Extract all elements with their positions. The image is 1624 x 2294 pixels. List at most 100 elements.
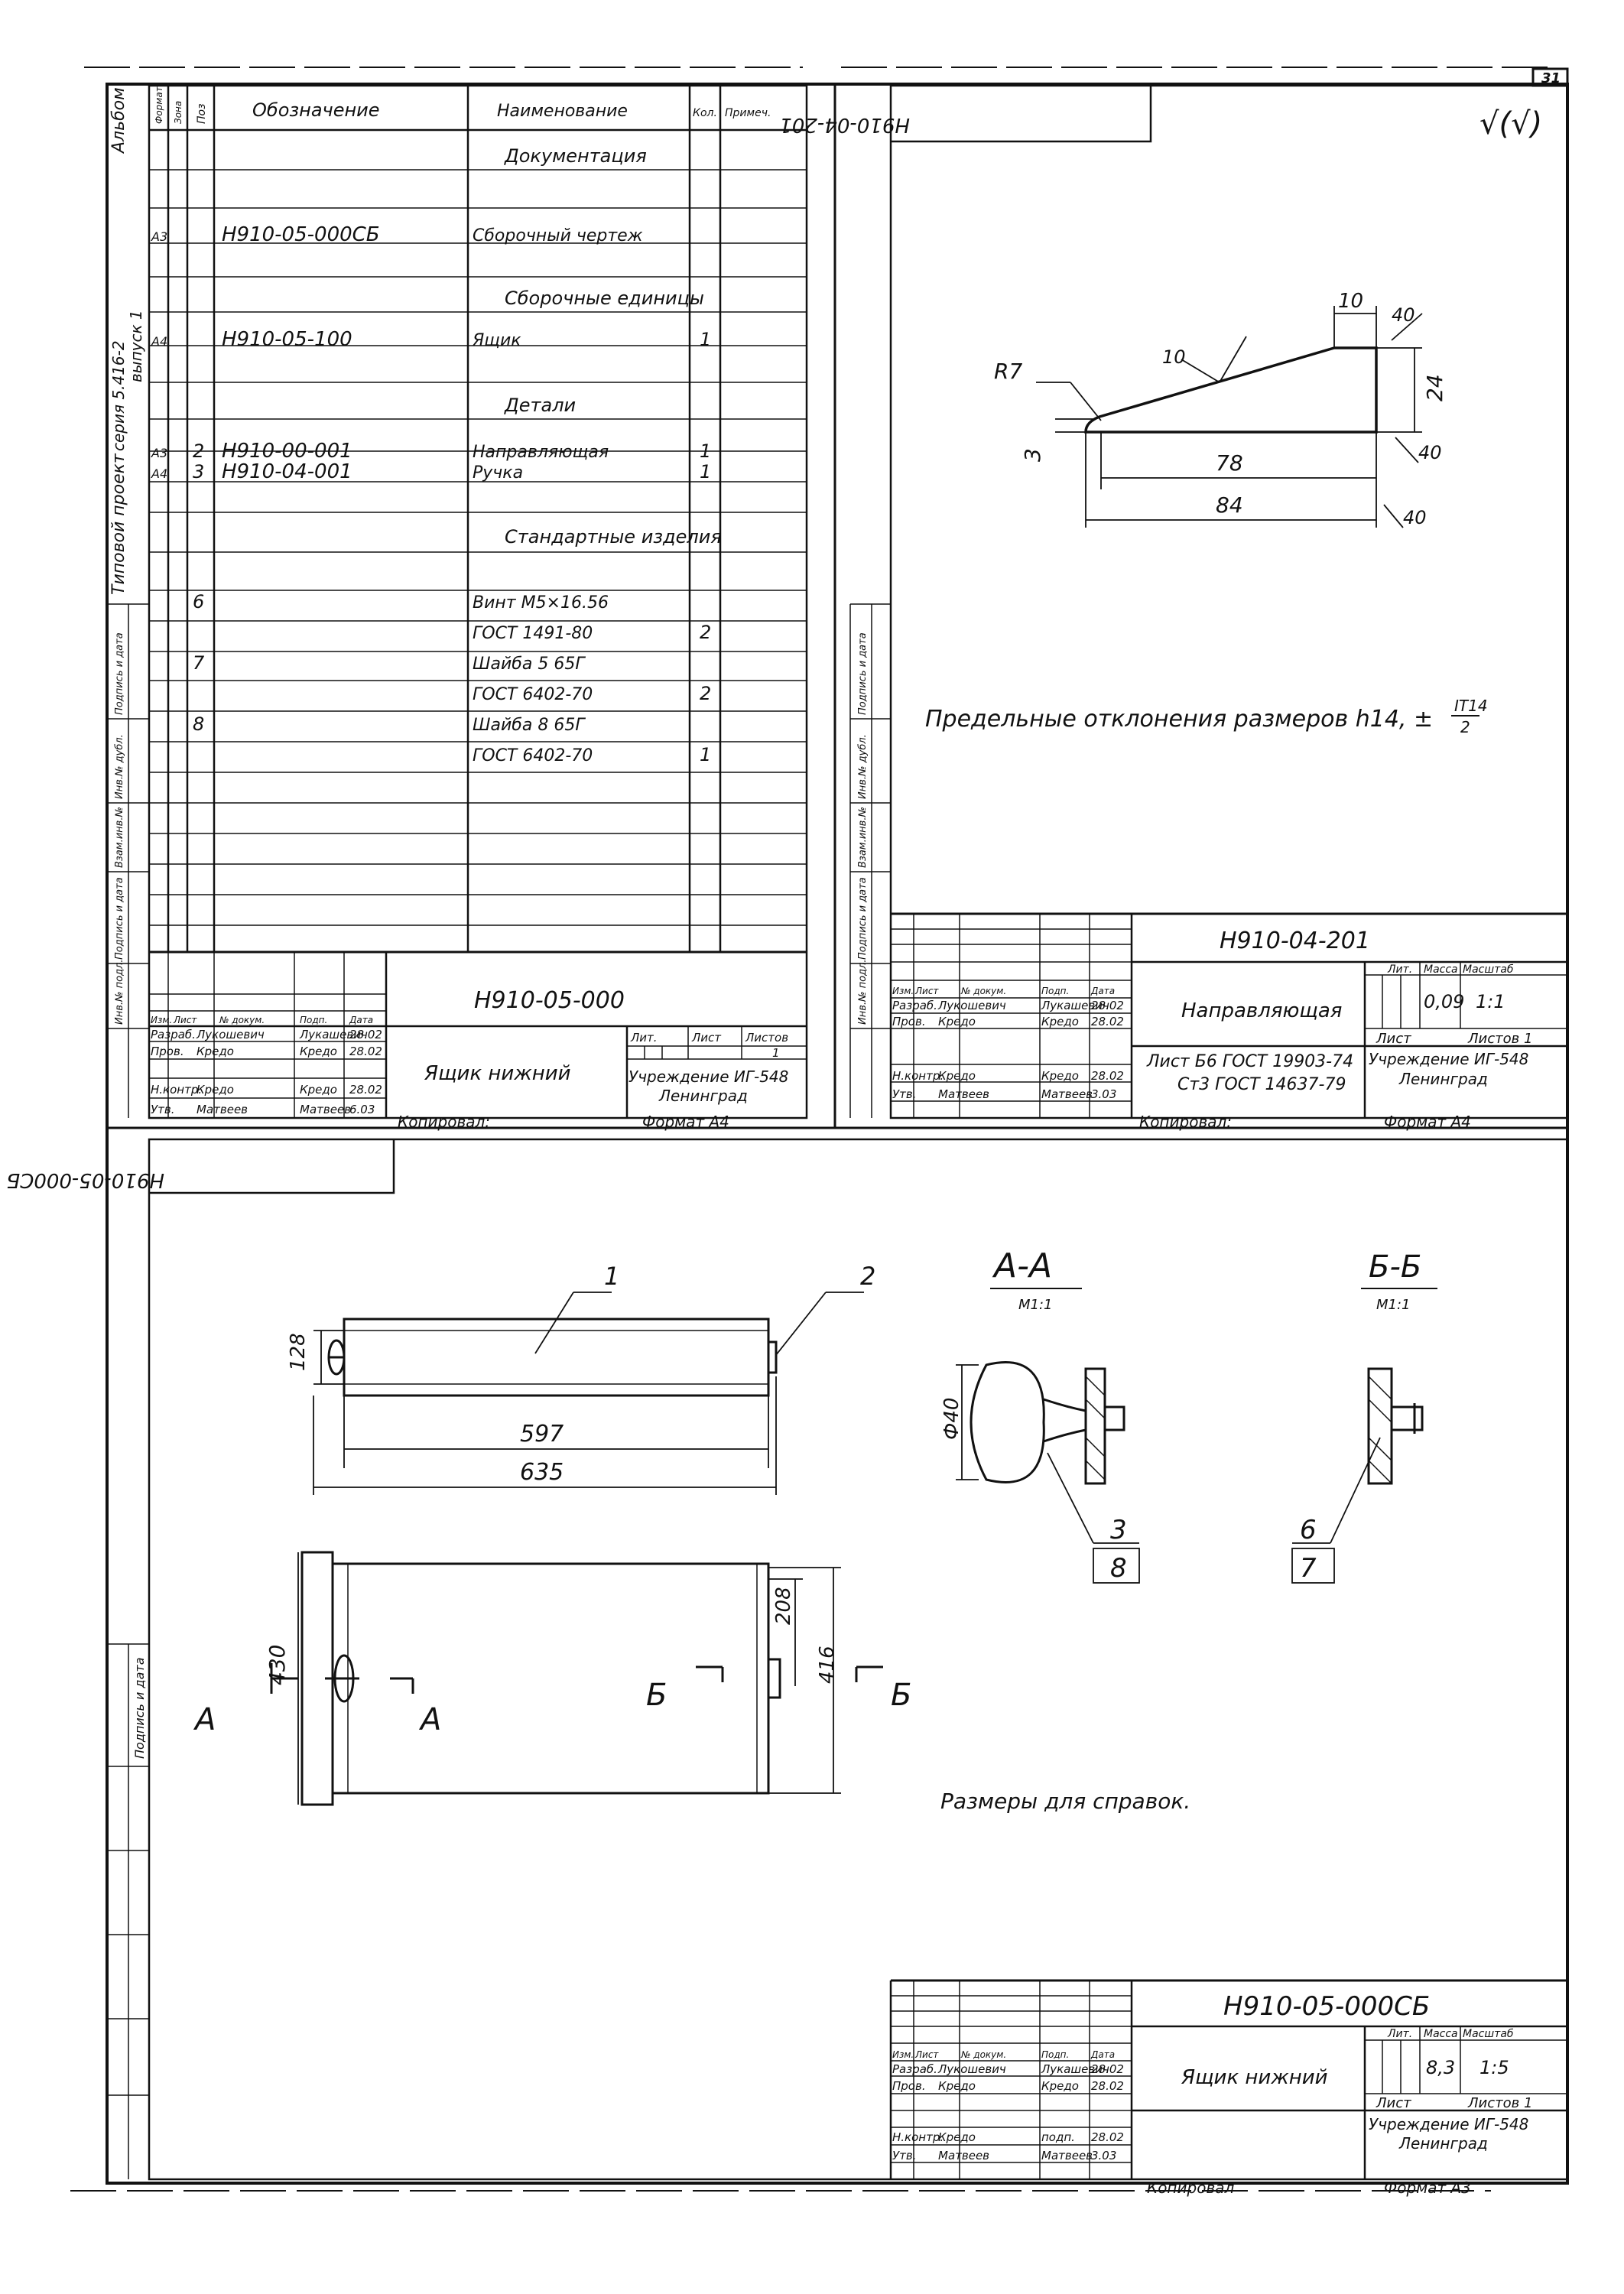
spec-stamp-title: Ящик нижний	[424, 1062, 571, 1085]
stamp-person-cell: Утв.	[151, 1103, 175, 1116]
detail-stamp-org-1: Учреждение ИГ-548	[1369, 1050, 1528, 1068]
album-label: Альбом	[109, 87, 128, 154]
stamp-head: № докум.	[960, 2049, 1006, 2060]
callout-3: 3	[1110, 1515, 1127, 1545]
stamp-person-cell: Кредо	[938, 1069, 976, 1083]
spec-row-name: Ручка	[473, 463, 523, 483]
stamp-head: Подп.	[1041, 986, 1069, 996]
stamp-head: Дата	[1090, 2049, 1115, 2060]
stamp-person-cell: Кредо	[1041, 1069, 1079, 1083]
detail-stamp-scale-value: 1:1	[1476, 991, 1505, 1012]
stamp-person-cell: Разраб.	[892, 2062, 937, 2076]
stamp-person-cell: Лукошевич	[937, 999, 1006, 1012]
dim-length-inner: 78	[1216, 450, 1243, 476]
spec-row-qty: 1	[700, 440, 711, 462]
dim-flat: 10	[1338, 290, 1363, 313]
stamp-person-cell: подп.	[1041, 2130, 1075, 2144]
stamp-person-cell: Матвеев	[938, 1087, 989, 1101]
stamp-head: Лист	[914, 986, 939, 996]
stamp-head: Подп.	[300, 1015, 327, 1025]
tolerance-numerator: IT14	[1454, 697, 1488, 715]
outer-frame	[106, 83, 1569, 2185]
dim-128: 128	[287, 1333, 310, 1371]
section-marker-a-right: А	[418, 1702, 441, 1737]
stamp-person-cell: Кредо	[938, 1015, 976, 1028]
spec-row-pos: 2	[193, 440, 204, 462]
assembly-stamp-scale: Масштаб	[1463, 2028, 1514, 2040]
stamp-person-cell: 28.02	[1091, 999, 1124, 1012]
side-column-label: Инв.№ дубл.	[857, 734, 869, 799]
drawer-top-view	[327, 1318, 778, 1397]
stamp-person-cell: Лукашевич	[1041, 2062, 1109, 2076]
spec-row-designation: Н910-05-100	[222, 328, 352, 351]
assembly-stamp-scale-value: 1:5	[1479, 2057, 1509, 2078]
stamp-person-cell: 6.03	[349, 1103, 375, 1116]
stamp-person-cell: Кредо	[1041, 1015, 1079, 1028]
header-name: Наименование	[497, 102, 628, 121]
section-bb-leaders	[1291, 1437, 1381, 1584]
drawer-top-dimensions	[313, 1292, 864, 1495]
spec-row-name: Сборочные единицы	[505, 288, 704, 309]
section-marker-a-left: А	[193, 1702, 216, 1737]
stamp-person-cell: Н.контр.	[892, 2130, 944, 2144]
spec-row-qty: 1	[700, 329, 711, 350]
page-number: 31	[1541, 70, 1561, 86]
header-zone: Зона	[173, 101, 184, 124]
dim-635: 635	[520, 1459, 564, 1486]
stamp-person-cell: 28.02	[349, 1083, 382, 1097]
stamp-person-cell: Лукошевич	[196, 1028, 265, 1041]
spec-stamp-sheet: Лист	[691, 1031, 722, 1045]
side-column-label: Инв.№ подл.	[114, 959, 125, 1025]
stamp-person-cell: 28.02	[1091, 2079, 1124, 2093]
guide-dimensions	[1036, 306, 1423, 528]
section-aa-scale: М1:1	[1018, 1297, 1053, 1313]
stamp-head: Лист	[914, 2049, 939, 2060]
detail-stamp-sheets: Листов 1	[1467, 1031, 1532, 1047]
assembly-stamp-lit: Лит.	[1387, 2028, 1412, 2040]
dim-length-total: 84	[1216, 492, 1243, 518]
dim-416: 416	[816, 1646, 839, 1684]
stamp-person-cell: Матвеев	[197, 1103, 248, 1116]
assembly-stamp-format: Формат А3	[1384, 2179, 1471, 2197]
detail-stamp-material-1: Лист Б6 ГОСТ 19903-74	[1146, 1052, 1353, 1071]
side-column-label: Инв.№ подл.	[857, 959, 869, 1025]
stamp-head: № докум.	[960, 986, 1006, 996]
spec-row-pos: 8	[193, 713, 204, 735]
stamp-person-cell: Пров.	[151, 1045, 184, 1058]
stamp-head: Изм.	[151, 1015, 172, 1025]
assembly-stamp-org-1: Учреждение ИГ-548	[1369, 2115, 1528, 2133]
stamp-person-cell: Разраб.	[151, 1028, 196, 1041]
reference-note: Размеры для справок.	[940, 1789, 1190, 1814]
detail-stamp-sheet: Лист	[1376, 1031, 1411, 1047]
header-pos: Поз	[196, 103, 208, 124]
stamp-person-cell: 28.02	[349, 1045, 382, 1058]
side-column-label: Взам.инв.№	[857, 807, 869, 868]
stamp-head: № докум.	[219, 1015, 265, 1025]
spec-row-qty: 1	[700, 744, 711, 765]
callout-7: 7	[1300, 1553, 1317, 1584]
stamp-person-cell: 28.02	[1091, 2130, 1124, 2144]
dim-597: 597	[520, 1421, 564, 1448]
stamp-person-cell: Кредо	[197, 1045, 234, 1058]
header-designation: Обозначение	[252, 99, 380, 121]
spec-stamp-code: Н910-05-000	[474, 987, 625, 1014]
stamp-person-cell: Кредо	[300, 1083, 337, 1097]
spec-row-name: Детали	[504, 395, 576, 416]
dim-radius: R7	[994, 359, 1022, 384]
drawer-front-view	[300, 1551, 781, 1806]
detail-stamp-scale: Масштаб	[1463, 963, 1514, 976]
detail-stamp-material-2: Ст3 ГОСТ 14637-79	[1177, 1075, 1346, 1094]
detail-stamp-title: Направляющая	[1181, 999, 1342, 1022]
drawer-front-dimensions	[270, 1552, 883, 1805]
stamp-person-cell: Пров.	[892, 2079, 926, 2093]
stamp-person-cell: 28.02	[1091, 1069, 1124, 1083]
callout-2: 2	[860, 1262, 875, 1291]
stamp-person-cell: Разраб.	[892, 999, 937, 1012]
side-column-label: Подпись и дата	[857, 632, 869, 715]
section-aa-leaders	[956, 1364, 1140, 1584]
